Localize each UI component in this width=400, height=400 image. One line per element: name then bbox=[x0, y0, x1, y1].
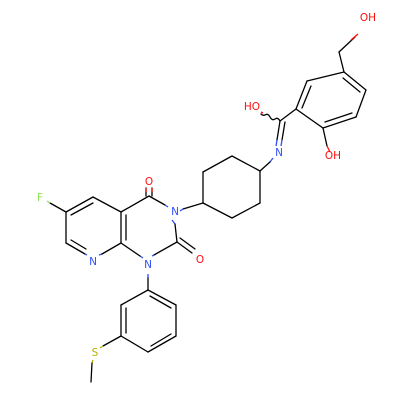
bond-n-cy bbox=[259, 161, 271, 172]
bonds bbox=[46, 33, 367, 383]
bond-ring-amidec bbox=[279, 108, 297, 122]
bond-c6-f-green bbox=[46, 200, 51, 204]
label-c2-oxo: O bbox=[196, 254, 204, 266]
bond-phenol bbox=[322, 127, 328, 147]
bond-c7-n8 bbox=[65, 242, 86, 255]
bond-ar-inner3 bbox=[342, 77, 361, 93]
bond-c4-n3-blue bbox=[164, 204, 169, 208]
bond-ar5 bbox=[355, 89, 367, 118]
bond-ar3 bbox=[295, 108, 324, 129]
bond-c2-o-2 bbox=[179, 237, 196, 250]
bond-c7-n8-blue bbox=[84, 253, 88, 256]
label-fluoro: F bbox=[37, 192, 43, 204]
bond-c-n-1 bbox=[276, 120, 281, 141]
bond-c4-n3 bbox=[148, 195, 166, 206]
bond-n3-c2 bbox=[174, 223, 178, 243]
label-amide-oh: HO bbox=[244, 101, 260, 113]
bond-c-n-2 bbox=[281, 121, 286, 141]
bond-lb-inner2 bbox=[150, 333, 172, 347]
label-thioether-s: S bbox=[92, 347, 99, 359]
bond-cy5 bbox=[231, 202, 261, 219]
bond-ar1 bbox=[306, 71, 345, 82]
bond-c2-o-1 bbox=[176, 241, 193, 254]
atom-labels: OH HO N OH O N O N N F S bbox=[37, 12, 376, 359]
bond-c7-n8-inner bbox=[70, 239, 87, 250]
bond-ar-inner1 bbox=[301, 85, 312, 109]
bond-cy4 bbox=[202, 202, 233, 219]
label-amide-n: N bbox=[275, 147, 283, 159]
bond-cy1 bbox=[231, 155, 261, 172]
bond-lb4 bbox=[147, 335, 177, 353]
bond-lb-inner3 bbox=[149, 295, 172, 309]
bond-cy-n3-blue bbox=[179, 208, 184, 212]
bond-amide-oh-red bbox=[260, 111, 264, 114]
bond-c-n-blue2 bbox=[280, 139, 283, 147]
bond-s-me bbox=[90, 362, 93, 383]
bond-c5-c6 bbox=[65, 196, 94, 213]
bond-aryl-s bbox=[102, 335, 122, 347]
bond-n8-c8a bbox=[101, 242, 122, 255]
bond-ar-inner2 bbox=[324, 112, 353, 123]
bond-phenol-red bbox=[326, 145, 331, 153]
bond-amide-oh-wavy bbox=[260, 113, 281, 122]
bond-c2-n1 bbox=[153, 241, 178, 256]
bond-aryl-s-olive bbox=[99, 345, 104, 349]
bond-o-h-segment bbox=[350, 33, 359, 41]
bond-cy2 bbox=[202, 155, 233, 173]
bond-c4a-c5 bbox=[92, 196, 122, 213]
bond-n1-c8a bbox=[120, 242, 141, 257]
bond-c4a-c4 bbox=[120, 195, 150, 213]
bond-c5-c6-inner bbox=[70, 202, 94, 216]
label-n8: N bbox=[89, 256, 97, 268]
bond-ar2 bbox=[295, 80, 308, 110]
bond-cy-n3 bbox=[182, 202, 204, 210]
label-phenol-oh: OH bbox=[325, 150, 341, 162]
bond-n3-c2-blue bbox=[171, 219, 176, 225]
bond-c-n-blue1 bbox=[275, 139, 278, 147]
bond-ch2-ring bbox=[338, 51, 345, 73]
bond-lb3 bbox=[120, 335, 149, 353]
bond-c6-f bbox=[49, 202, 67, 213]
bond-n-cy-blue bbox=[269, 157, 274, 163]
bond-lb6 bbox=[147, 289, 177, 306]
bond-ar4 bbox=[322, 116, 357, 129]
label-n1: N bbox=[144, 259, 152, 271]
label-ch2oh-oh: OH bbox=[360, 12, 376, 24]
bond-ar6 bbox=[343, 71, 367, 91]
bond-lb1 bbox=[120, 289, 149, 306]
bond-c2-n1-blue bbox=[151, 254, 155, 257]
label-n3: N bbox=[171, 206, 179, 218]
label-c4-oxo: O bbox=[145, 176, 153, 188]
